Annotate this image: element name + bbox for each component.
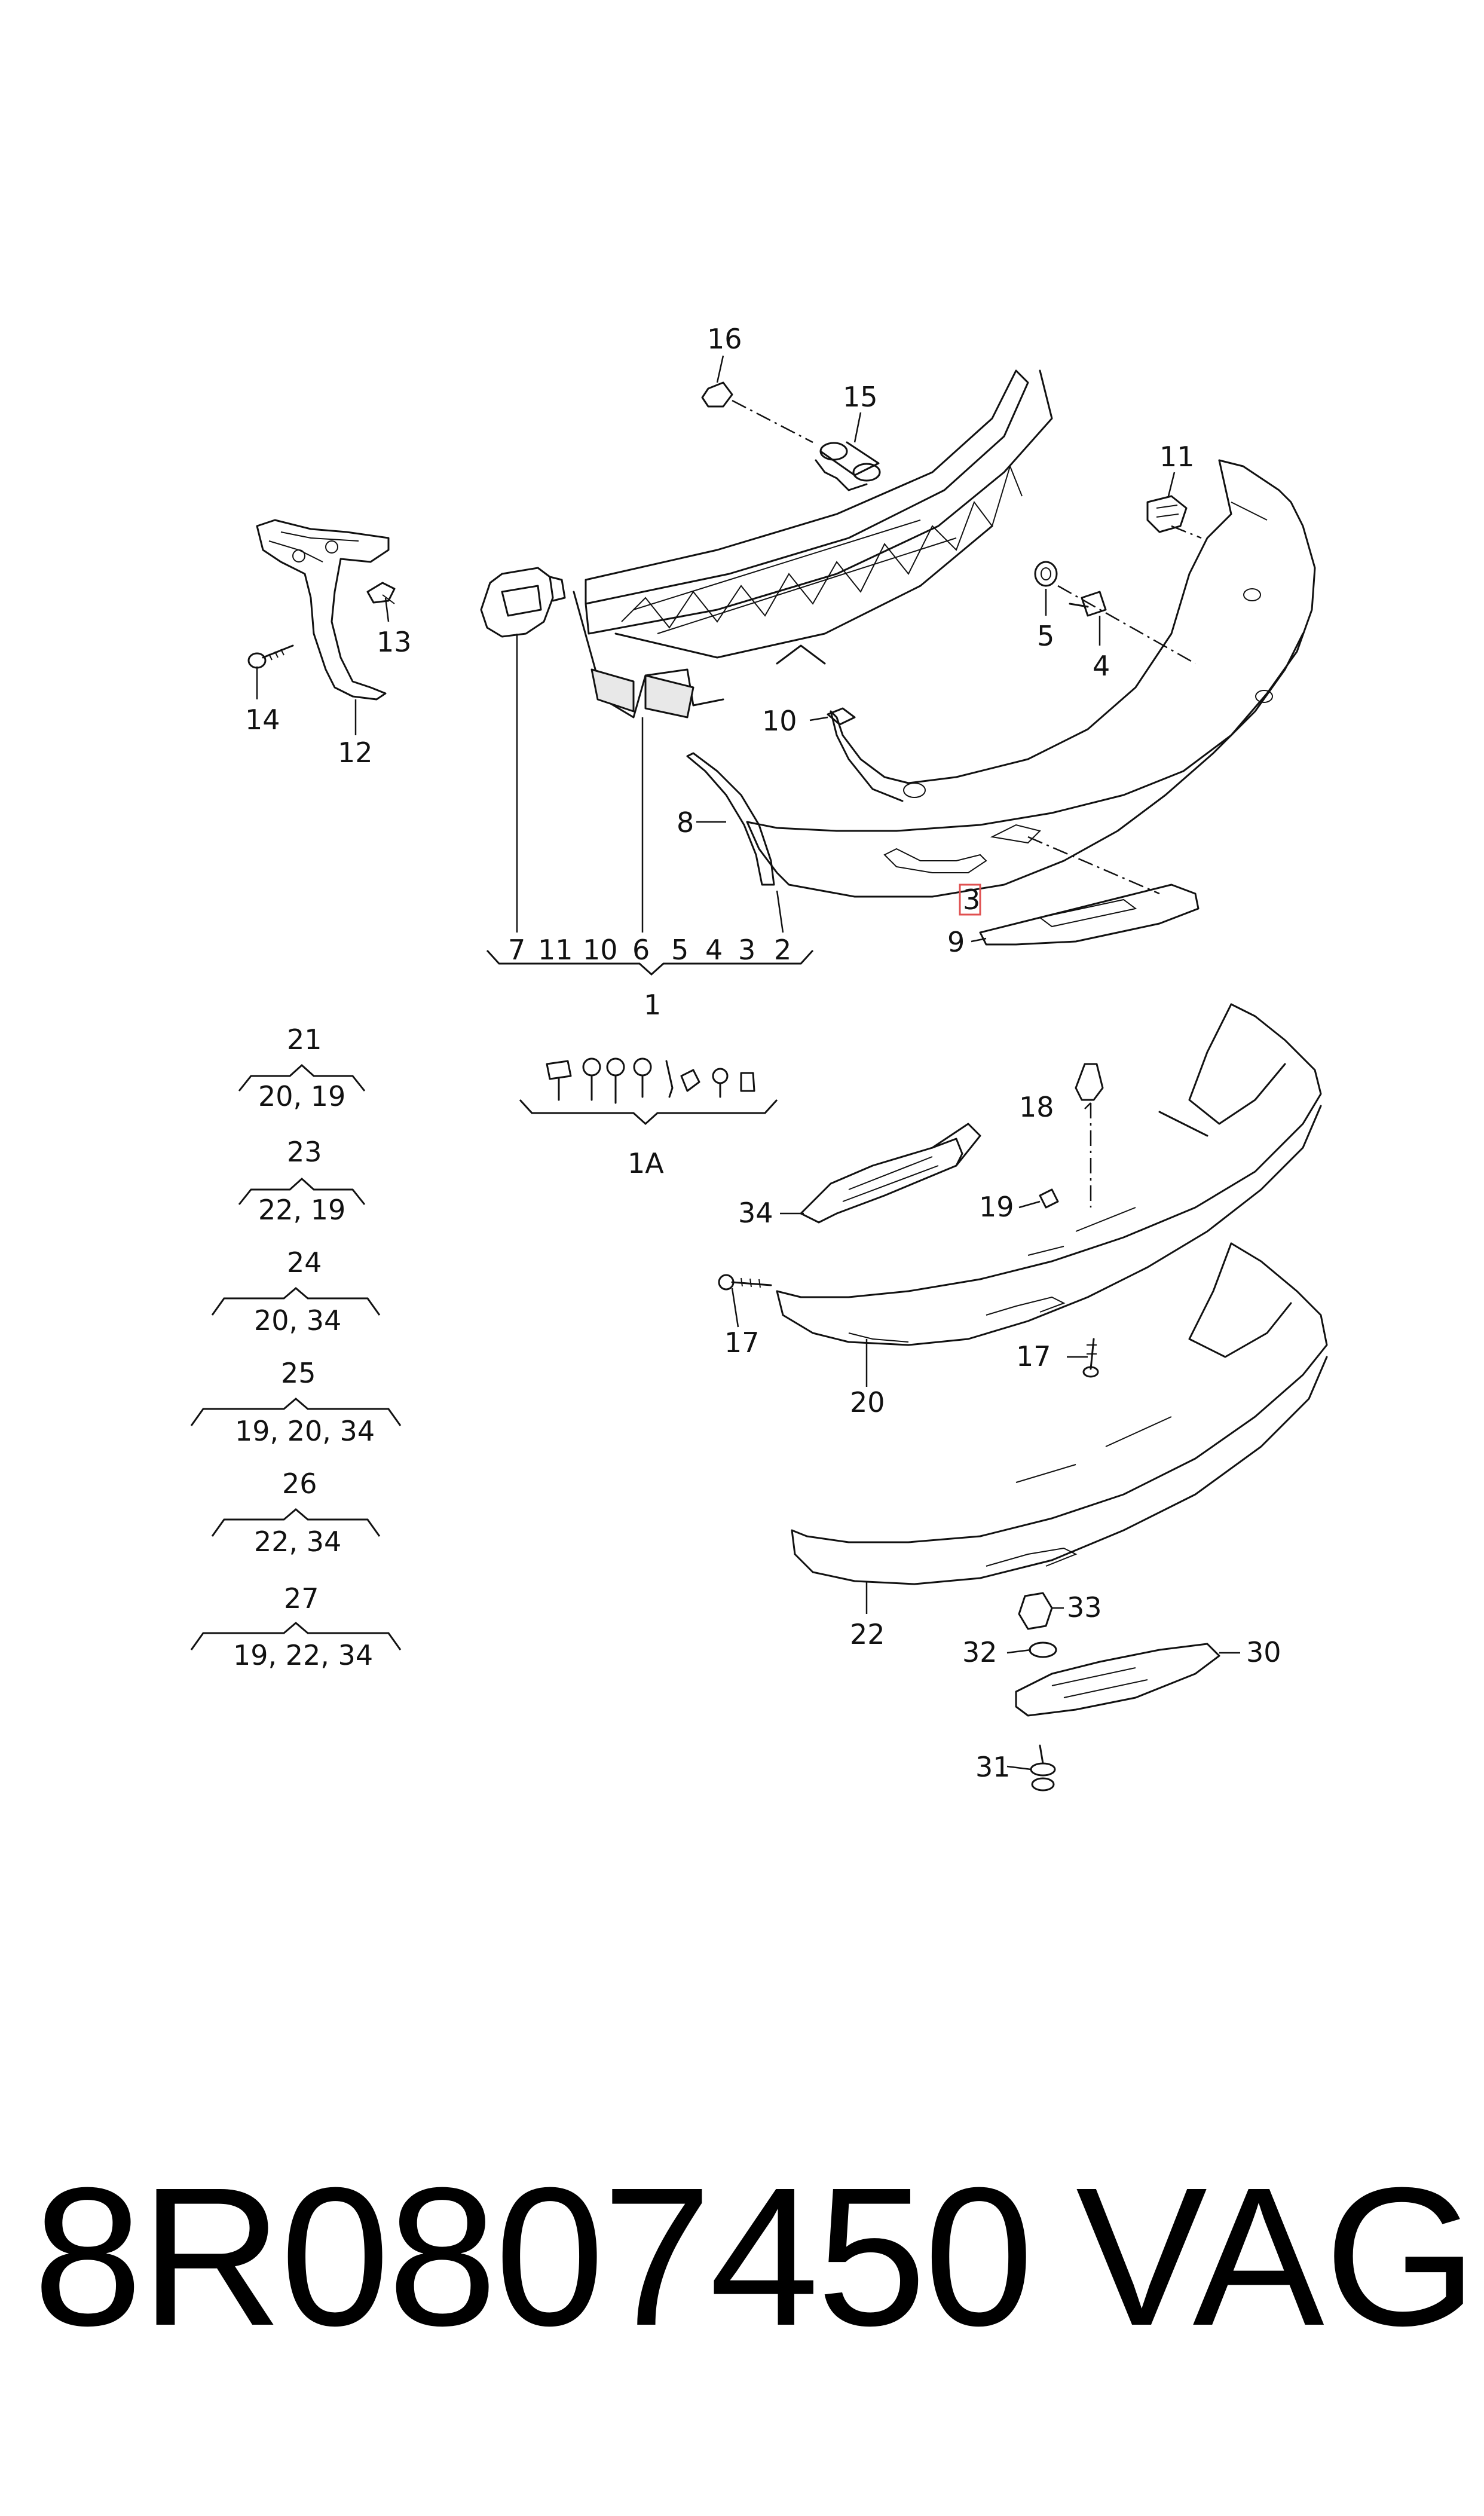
group-braces — [190, 1063, 402, 1650]
bumper-carrier — [573, 369, 1053, 719]
callout-8: 8 — [677, 806, 694, 839]
group-members: 22, 19 — [258, 1194, 345, 1226]
nut-33 — [1018, 1592, 1053, 1630]
group-id: 27 — [284, 1582, 319, 1615]
assembly-1-item: 11 — [538, 934, 573, 966]
cover-30 — [1015, 1643, 1220, 1717]
callout-22: 22 — [850, 1618, 885, 1650]
screw-17-left — [718, 1274, 772, 1291]
guide-34 — [800, 1123, 981, 1224]
callout-16: 16 — [707, 323, 742, 355]
callout-10: 10 — [762, 705, 797, 737]
washer-32 — [1029, 1641, 1057, 1658]
group-id: 21 — [287, 1023, 322, 1056]
bolt-16 — [701, 381, 813, 444]
guide-profile-7 — [480, 567, 566, 638]
group-id: 24 — [287, 1246, 322, 1279]
screw-13 — [366, 582, 396, 604]
assembly-1-item: 7 — [508, 934, 525, 966]
clip-4 — [1069, 591, 1107, 617]
callout-33: 33 — [1067, 1591, 1102, 1624]
group-id: 23 — [287, 1136, 322, 1168]
callout-14: 14 — [245, 704, 280, 736]
callout-18: 18 — [1019, 1091, 1054, 1123]
brand-label: VAG — [1076, 2146, 1478, 2367]
callout-11: 11 — [1159, 441, 1195, 473]
guide-10 — [827, 707, 856, 726]
part-number: 8R0807450 — [33, 2146, 1034, 2367]
callout-20: 20 — [850, 1386, 885, 1419]
spoiler-20 — [776, 1003, 1322, 1346]
bumper-cover-2 — [746, 459, 1316, 898]
assembly-1-label: 1 — [644, 989, 661, 1021]
callout-19: 19 — [979, 1191, 1014, 1223]
trim-strip-8 — [686, 752, 775, 886]
assembly-1-brace — [486, 949, 814, 976]
retaining-clip-11 — [1146, 495, 1188, 533]
assembly-1A-label: 1A — [628, 1147, 664, 1179]
clip-18 — [1075, 1063, 1104, 1207]
group-members: 22, 34 — [254, 1526, 341, 1558]
callout-4: 4 — [1093, 650, 1110, 682]
callout-9: 9 — [947, 926, 965, 958]
group-members: 19, 22, 34 — [233, 1639, 373, 1671]
assembly-1-item: 2 — [774, 934, 791, 966]
assembly-1-item: 4 — [705, 934, 723, 966]
callout-12: 12 — [338, 736, 373, 769]
reflector-9 — [979, 836, 1200, 946]
callout-34: 34 — [738, 1197, 773, 1229]
screw-14 — [247, 644, 294, 669]
group-id: 26 — [282, 1468, 317, 1500]
callout-17-left: 17 — [724, 1326, 760, 1359]
guide-19 — [1039, 1188, 1059, 1209]
callout-31: 31 — [975, 1751, 1011, 1783]
bracket-12 — [256, 519, 390, 701]
leader-lines — [256, 355, 1240, 1771]
fastener-set-1A — [546, 1057, 755, 1104]
highlight-box — [959, 883, 981, 916]
group-members: 20, 34 — [254, 1304, 341, 1337]
bolt-31 — [1030, 1744, 1056, 1792]
washer-5 — [1034, 561, 1058, 587]
spoiler-22 — [791, 1242, 1328, 1585]
callout-32: 32 — [962, 1636, 998, 1668]
group-members: 19, 20, 34 — [235, 1415, 375, 1447]
assembly-1-item: 10 — [583, 934, 618, 966]
assembly-1-item: 6 — [632, 934, 650, 966]
group-members: 20, 19 — [258, 1080, 345, 1112]
screw-17-right — [1082, 1338, 1099, 1378]
callout-17-right: 17 — [1016, 1340, 1051, 1372]
callout-5: 5 — [1037, 620, 1054, 652]
callout-13: 13 — [377, 626, 412, 658]
callout-3: 3 — [963, 883, 980, 916]
assembly-1-item: 5 — [671, 934, 689, 966]
assembly-1-item: 3 — [738, 934, 755, 966]
spacer-sleeve-15 — [815, 441, 881, 491]
group-id: 25 — [281, 1357, 316, 1389]
callout-15: 15 — [843, 381, 878, 413]
assembly-1A-brace — [519, 1099, 778, 1126]
callout-30: 30 — [1246, 1636, 1281, 1668]
